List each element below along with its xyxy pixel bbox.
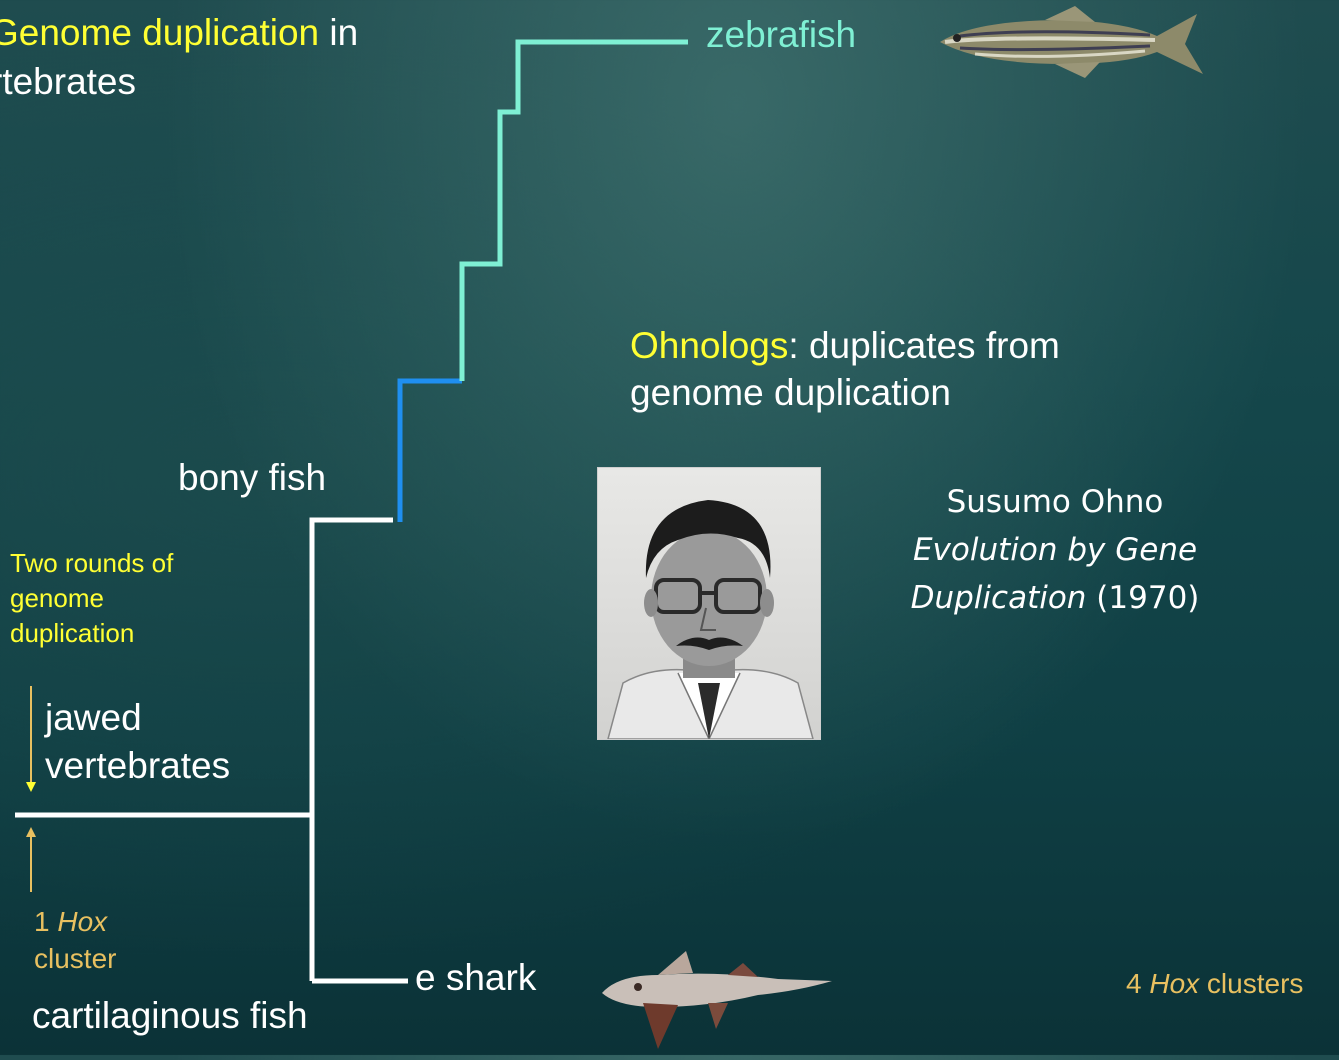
jawed-line2: vertebrates [45, 745, 230, 786]
two-rounds-line3: duplication [10, 618, 134, 648]
citation-book-line2: Duplication (1970) [880, 574, 1230, 622]
jawed-line1: jawed [45, 697, 142, 738]
label-zebrafish: zebrafish [706, 14, 856, 56]
label-shark: e shark [415, 957, 536, 999]
hox-one-italic: Hox [57, 906, 107, 937]
two-rounds-line1: Two rounds of [10, 548, 173, 578]
ohnologs-definition: Ohnologs: duplicates from genome duplica… [630, 322, 1060, 416]
arrow-down-head [26, 782, 36, 792]
shark-drawing [598, 945, 834, 1055]
hox-four-suffix: clusters [1199, 968, 1303, 999]
hox-four-italic: Hox [1149, 968, 1199, 999]
shark-image [598, 945, 834, 1060]
label-four-hox-clusters: 4 Hox clusters [1126, 968, 1303, 1000]
branch-blue [400, 381, 462, 522]
citation-book-line1: Evolution by Gene [880, 526, 1230, 574]
label-cartilaginous-fish: cartilaginous fish [32, 995, 308, 1037]
ohnologs-def-line1: : duplicates from [788, 325, 1059, 366]
zebrafish-drawing [935, 2, 1207, 80]
label-jawed-vertebrates: jawed vertebrates [45, 694, 230, 790]
ohnologs-term: Ohnologs [630, 325, 788, 366]
label-one-hox-cluster: 1 Hox cluster [34, 903, 116, 977]
arrow-up-head [26, 827, 36, 837]
book-title-line1: Evolution by Gene [913, 532, 1197, 568]
citation-year: (1970) [1086, 580, 1199, 616]
two-rounds-line2: genome [10, 583, 104, 613]
book-title-line2: Duplication [911, 580, 1087, 616]
hox-one-suffix: cluster [34, 943, 116, 974]
citation: Susumo Ohno Evolution by Gene Duplicatio… [880, 478, 1230, 622]
hox-four-prefix: 4 [1126, 968, 1149, 999]
zebrafish-image [935, 2, 1207, 85]
portrait-drawing [598, 468, 820, 739]
portrait-photo [597, 467, 821, 740]
citation-author: Susumo Ohno [880, 478, 1230, 526]
label-two-rounds: Two rounds of genome duplication [10, 546, 173, 651]
hox-one-prefix: 1 [34, 906, 57, 937]
ohnologs-def-line2: genome duplication [630, 372, 951, 413]
label-bony-fish: bony fish [178, 457, 326, 499]
branch-main-vertical [312, 520, 393, 981]
